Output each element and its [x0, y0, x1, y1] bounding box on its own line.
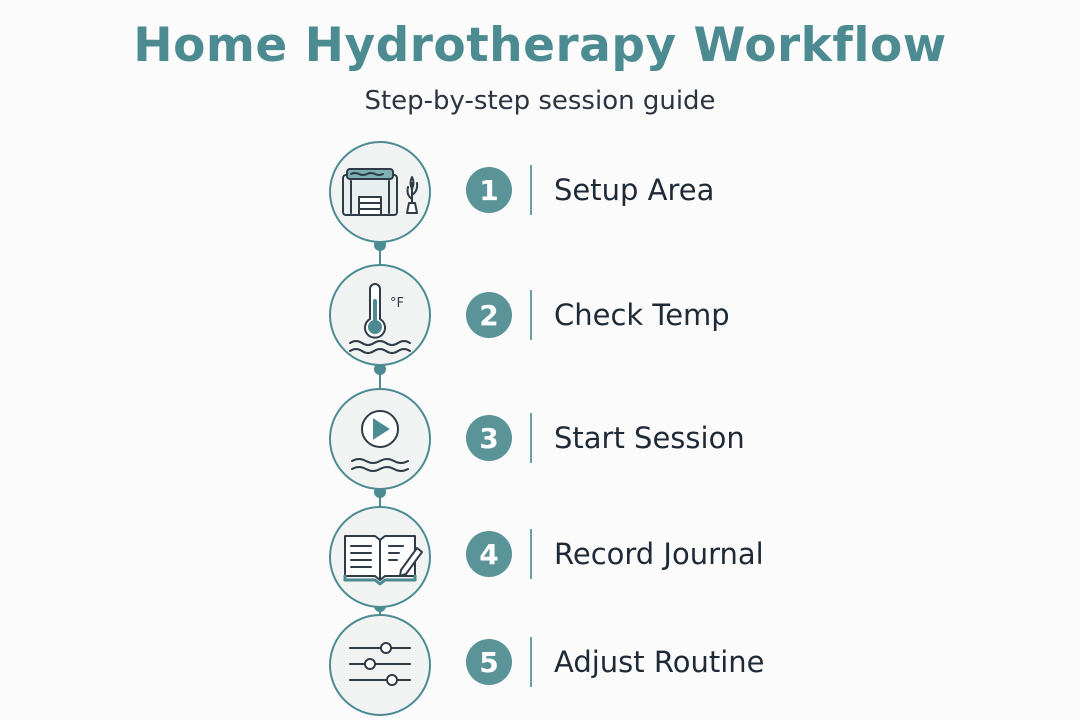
step-3-divider	[530, 413, 532, 463]
step-5-number-badge: 5	[466, 639, 512, 685]
step-2-divider	[530, 290, 532, 340]
sliders-icon	[349, 642, 411, 686]
step-1-number-badge: 1	[466, 167, 512, 213]
thermometer-icon: °F	[349, 283, 411, 354]
hot-tub-icon	[342, 168, 419, 216]
step-5-divider	[530, 637, 532, 687]
step-3-label: Start Session	[554, 421, 745, 455]
step-4-icon-circle	[329, 506, 431, 608]
connector-line	[379, 490, 381, 508]
step-2-number-badge: 2	[466, 292, 512, 338]
step-5-label: Adjust Routine	[554, 645, 765, 679]
step-1-divider	[530, 165, 532, 215]
step-4-number-badge: 4	[466, 531, 512, 577]
page-subtitle: Step-by-step session guide	[364, 86, 716, 116]
connector-line	[379, 366, 381, 388]
page-title: Home Hydrotherapy Workflow	[133, 18, 947, 73]
connector-dot	[374, 363, 386, 375]
step-4-divider	[530, 529, 532, 579]
step-3-number-badge: 3	[466, 415, 512, 461]
play-icon	[351, 410, 409, 472]
step-1-label: Setup Area	[554, 173, 715, 207]
step-4-label: Record Journal	[554, 537, 764, 571]
step-2-label: Check Temp	[554, 298, 730, 332]
journal-icon	[343, 535, 423, 586]
connector-line	[379, 242, 381, 264]
step-2-icon-circle: °F	[329, 264, 431, 366]
step-3-icon-circle	[329, 388, 431, 490]
fahrenheit-label: °F	[390, 296, 404, 311]
step-5-icon-circle	[329, 614, 431, 716]
step-1-icon-circle	[329, 141, 431, 243]
connector-line	[379, 604, 381, 622]
